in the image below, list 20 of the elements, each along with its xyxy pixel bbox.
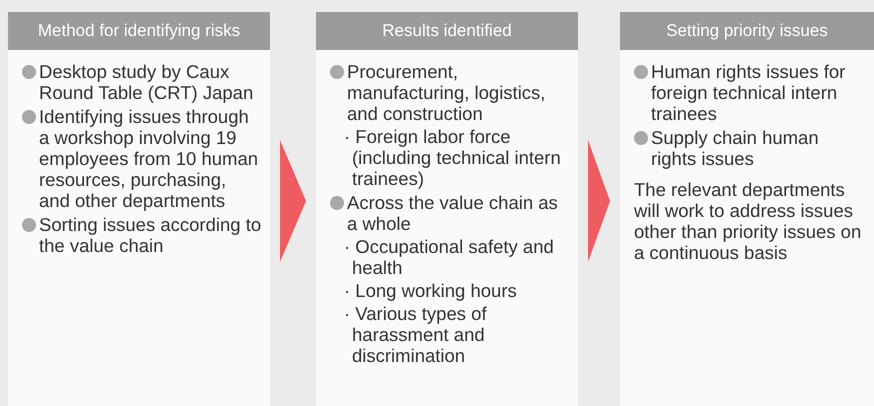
- panel: [620, 12, 874, 406]
- sub-item: · Long working hours: [343, 280, 518, 301]
- sub-item: · Occupational safety and health: [343, 236, 555, 278]
- bullet-item: Across the value chain as a whole: [347, 192, 558, 234]
- sub-item: · Various types of harassment and discrimination: [343, 303, 488, 366]
- arrow: [588, 140, 610, 262]
- sub-item: · Foreign labor force (including technical intern trainees): [343, 126, 562, 189]
- bullet-item: Identifying issues through a workshop involving 19 employees from 10 human resources, purchasing, and other departments: [39, 106, 258, 211]
- arrow: [280, 140, 306, 262]
- panel-heading: Method for identifying risks: [8, 12, 270, 50]
- bullet-item: Desktop study by Caux Round Table (CRT) Japan: [39, 61, 254, 103]
- panel-heading: Setting priority issues: [620, 12, 874, 50]
- panel: [316, 12, 578, 406]
- bullet-item: Supply chain human rights issues: [651, 127, 819, 169]
- panel-heading: Results identified: [316, 12, 578, 50]
- bullet-item: Sorting issues according to the value chain: [39, 214, 262, 256]
- note-text: The relevant departments will work to address issues other than priority issues on a continuous basis: [634, 179, 862, 263]
- bullet-item: Procurement, manufacturing, logistics, and construction: [347, 61, 546, 124]
- bullet-item: Human rights issues for foreign technical intern trainees: [651, 61, 846, 124]
- panel: [8, 12, 270, 406]
